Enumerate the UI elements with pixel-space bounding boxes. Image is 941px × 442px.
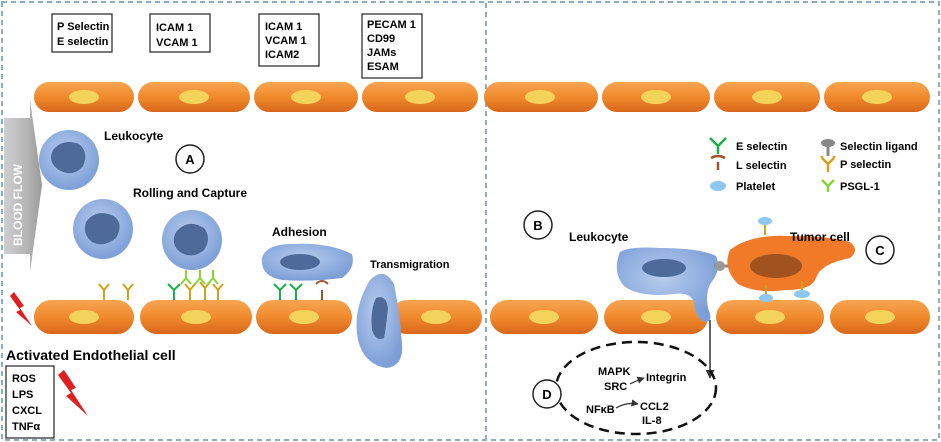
signal-ccl2: CCL2 [640,401,669,413]
box2-line2: VCAM 1 [156,37,198,49]
box3-line2: VCAM 1 [265,35,307,47]
blood-flow-label: BLOOD FLOW [11,163,25,246]
panel-c-marker [865,235,895,265]
panel-a-marker [175,144,205,174]
legend-p-selectin-icon [820,156,836,172]
signal-il8: IL-8 [642,415,662,427]
transmigration-label: Transmigration [370,259,450,271]
box2-line1: ICAM 1 [156,22,193,34]
signal-mapk: MAPK [598,366,630,378]
activator-lps: LPS [12,389,33,401]
panel-d-label: D [542,387,551,402]
box4-line3: JAMs [367,47,396,59]
adhesion-molecule-boxes: P Selectin E selectin ICAM 1 VCAM 1 ICAM… [51,13,423,79]
panel-c-label: C [875,243,885,258]
p-selectin-markers [98,281,224,300]
leukocyte-label: Leukocyte [104,129,164,143]
legend: E selectin Selectin ligand L selectin P … [709,137,918,193]
legend-p-selectin: P selectin [840,159,891,171]
legend-e-selectin-icon [709,137,727,154]
panel-d-marker [532,379,562,409]
leukocyte-adhered [261,243,353,281]
e-selectin-markers [167,283,303,300]
legend-l-selectin: L selectin [736,160,787,172]
signal-src: SRC [604,381,627,393]
legend-selectin-ligand: Selectin ligand [840,141,918,153]
leukocyte-rolling [73,199,133,259]
signal-nfkb: NFκB [586,404,615,416]
panel-b-label: B [533,218,542,233]
top-endothelium [34,82,930,112]
activator-tnfa: TNFα [12,421,40,433]
activation-bolts [10,292,88,416]
box4-line2: CD99 [367,33,395,45]
box1-line2: E selectin [57,36,109,48]
panel-a-label: A [185,152,195,167]
rolling-capture-label: Rolling and Capture [133,186,247,200]
box4-line4: ESAM [367,61,399,73]
leukocyte-tumor-interaction [616,247,718,322]
box3-line3: ICAM2 [265,49,299,61]
leukocyte-free [39,130,99,190]
signaling-arrows [615,376,645,409]
signal-integrin: Integrin [646,372,687,384]
legend-l-selectin-icon [710,154,726,170]
legend-psgl1: PSGL-1 [840,181,880,193]
activator-box [5,365,55,439]
box4-line1: PECAM 1 [367,19,416,31]
box3-line1: ICAM 1 [265,21,302,33]
bottom-endothelium [34,300,930,334]
legend-psgl1-icon [821,179,835,192]
legend-e-selectin: E selectin [736,141,788,153]
box1-line1: P Selectin [57,21,110,33]
platelets [758,217,810,302]
activator-cxcl: CXCL [12,405,42,417]
leukocyte-captured [162,210,222,270]
tumor-cell-label: Tumor cell [790,230,850,244]
signaling-region [554,340,718,436]
activator-ros: ROS [12,373,36,385]
tumor-cell [727,235,855,292]
leukocyte-transmigrating [356,273,403,368]
activated-endothelial-label: Activated Endothelial cell [6,347,176,363]
panel-b-marker [523,210,553,240]
legend-platelet-icon [710,181,726,191]
l-selectin-marker [315,280,329,300]
legend-selectin-ligand-icon [821,139,835,147]
legend-platelet: Platelet [736,181,775,193]
leukocyte-right-label: Leukocyte [569,230,629,244]
blood-flow-arrow: BLOOD FLOW [4,100,42,272]
adhesion-label: Adhesion [272,225,327,239]
